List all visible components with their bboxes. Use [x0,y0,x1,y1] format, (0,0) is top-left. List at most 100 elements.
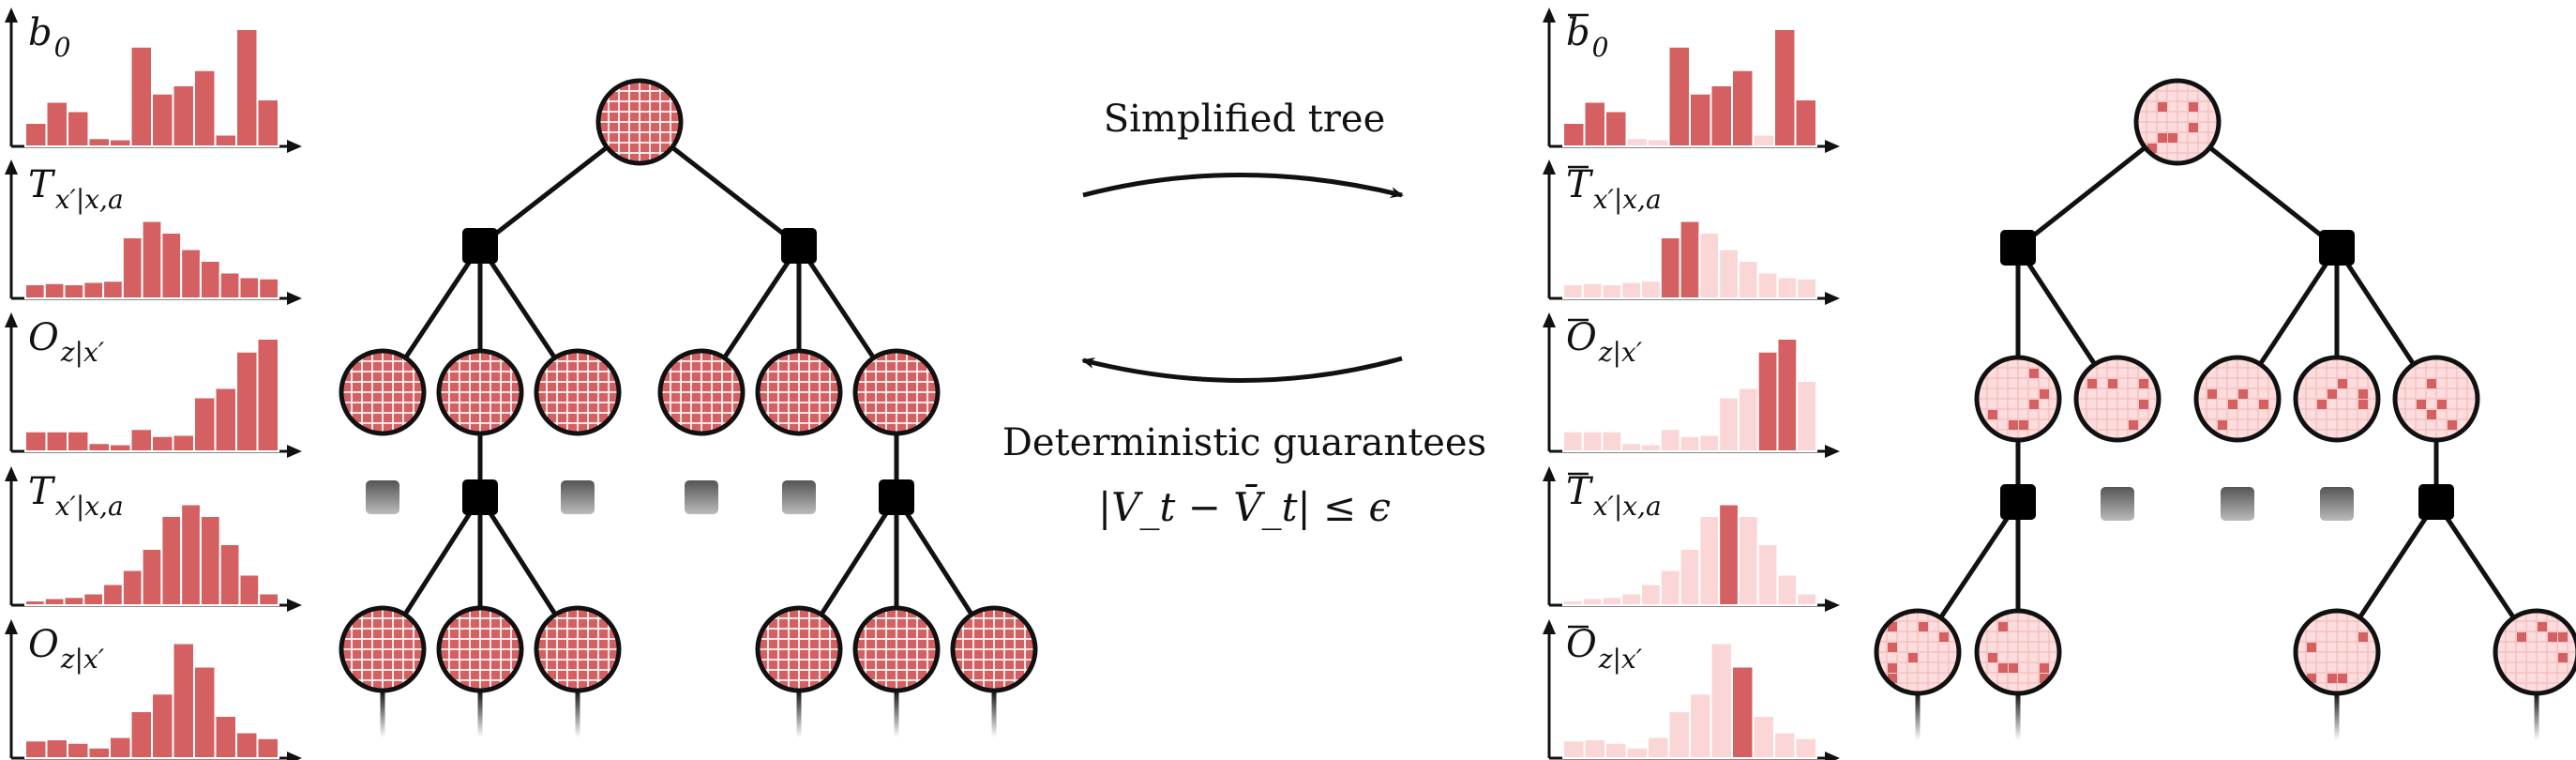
left-hist-0: b0 [5,8,302,153]
sampled-particle [2168,133,2177,143]
hist-label: Tx′|x,a [1566,470,1662,522]
y-axis-arrow [5,619,18,634]
left-hist-1: Tx′|x,a [5,160,302,305]
right-hist-1: Tx′|x,a [1543,160,1840,305]
hist-bar [1710,84,1733,147]
sampled-particle [1988,410,1997,419]
sampled-particle [2338,379,2347,388]
guarantee-arrow [1081,356,1403,383]
bound-formula: |V_t − V̄_t| ≤ ϵ [1098,482,1391,530]
hist-bar [1562,122,1586,147]
hist-bar [1679,434,1701,452]
hist-bar [1776,338,1799,452]
hist-label: Tx′|x,a [28,163,124,215]
hist-bar [1604,741,1628,759]
sampled-particle [1998,663,2008,673]
unexpanded-branch [2334,693,2340,740]
hist-bar [172,433,195,452]
sampled-particle [2147,144,2157,153]
sampled-particle [2538,622,2547,631]
belief-node [852,605,941,693]
hist-bar [1583,738,1606,759]
hist-bar [1796,277,1817,299]
hist-bar [67,110,90,147]
hist-bar [1710,642,1733,759]
unexpanded-action-node [782,480,816,514]
hist-bar [1776,573,1799,606]
hist-bar [1667,45,1691,147]
unexpanded-branch [2534,693,2539,740]
hist-bar [87,746,111,759]
y-axis-arrow [1543,619,1556,634]
hist-bar [1620,442,1643,452]
unexpanded-action-node [685,480,718,514]
sampled-particle [2427,410,2436,419]
sampled-particle [2189,123,2198,132]
hist-label-subscript: z|x′ [60,337,105,368]
middle-annotation: Simplified tree Deterministic guarantees… [1002,98,1486,530]
hist-bar [151,692,174,759]
hist-bar [1796,380,1817,452]
sampled-particle [1908,653,1918,662]
hist-bar [1647,138,1670,147]
hist-bar [1679,220,1701,299]
sampled-particle [1888,643,1897,652]
hist-bar [1731,68,1755,147]
unexpanded-action-node [2221,487,2254,521]
hist-bar [1640,583,1662,606]
hist-bar [151,434,174,452]
hist-bar [193,396,217,452]
hist-bar [238,276,261,299]
simplified-belief-node [2493,608,2576,696]
hist-bar [43,281,66,299]
hist-bar [199,260,221,299]
sampled-particle [1939,632,1949,642]
x-axis-arrow [287,752,302,760]
hist-label-symbol: b [1566,11,1590,54]
sampled-particle [1888,674,1897,683]
sampled-particle [1998,622,2008,631]
hist-bar [24,600,46,606]
hist-label-symbol: T [1566,163,1594,206]
hist-label: Oz|x′ [1566,623,1643,675]
hist-label: Tx′|x,a [1566,163,1662,215]
hist-bar [24,430,48,452]
sampled-particle [2448,420,2457,430]
hist-label: b0 [28,11,70,63]
hist-bar [172,84,195,147]
hist-bar [102,280,124,299]
y-axis-arrow [1543,8,1556,23]
hist-bar [24,122,48,147]
hist-label-subscript: 0 [54,32,71,63]
hist-bar [1773,28,1797,147]
hist-bar [256,99,279,147]
unexpanded-action-node [366,480,399,514]
hist-bar [1718,396,1740,452]
hist-bar [1581,597,1604,606]
sampled-particle [2029,400,2039,409]
sampled-particle [2009,663,2018,673]
simplified-belief-node [2293,355,2381,443]
hist-label: b0 [1566,11,1608,63]
right-hist-2: Oz|x′ [1543,312,1840,458]
unexpanded-action-node [561,480,595,514]
simplified-belief-tree [1874,78,2576,740]
sampled-particle [2338,674,2347,683]
unexpanded-branch [991,691,997,737]
hist-bar [218,271,241,299]
hist-bar [24,283,46,299]
sampled-particle [2189,102,2198,112]
y-axis-arrow [5,312,18,327]
unexpanded-branch [796,691,802,737]
hist-bar [1752,715,1775,759]
simplified-tree-caption: Simplified tree [1104,98,1386,141]
hist-bar [67,741,90,759]
unexpanded-branch [2015,693,2021,740]
belief-node [339,605,427,693]
hist-bar [256,338,279,452]
hist-bar [1752,133,1775,147]
hist-bar [258,277,280,299]
sampled-particle [2517,632,2526,642]
belief-node [339,348,427,436]
